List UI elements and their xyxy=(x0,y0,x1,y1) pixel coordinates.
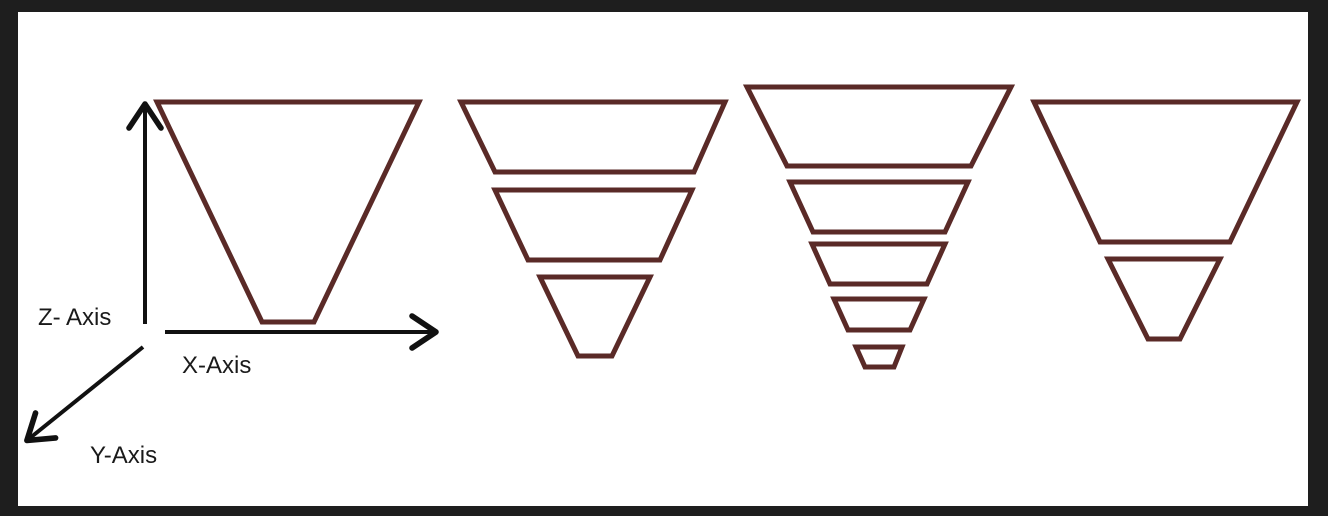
y-axis-label: Y-Axis xyxy=(90,442,158,469)
funnel-five-segment-2 xyxy=(786,179,972,235)
funnel-five-segment-3 xyxy=(808,241,949,287)
funnel-two xyxy=(1030,99,1301,342)
funnel-five-segment-4 xyxy=(830,296,928,333)
funnel-two-segment-2 xyxy=(1103,256,1225,342)
funnel-three xyxy=(457,99,729,359)
funnel-five-segment-5 xyxy=(852,344,906,370)
funnel-three-segment-2 xyxy=(491,187,696,263)
funnel-three-segment-1 xyxy=(457,99,729,175)
funnel-five xyxy=(742,84,1016,370)
funnel-single-segment-1 xyxy=(153,99,423,325)
funnel-single xyxy=(153,99,423,325)
y-axis-arrow xyxy=(24,345,145,444)
funnel-five-segment-1 xyxy=(742,84,1016,169)
funnel-three-segment-3 xyxy=(536,274,654,359)
z-axis-label: Z- Axis xyxy=(38,304,112,331)
x-axis-label: X-Axis xyxy=(182,352,252,379)
funnel-two-segment-1 xyxy=(1030,99,1301,245)
